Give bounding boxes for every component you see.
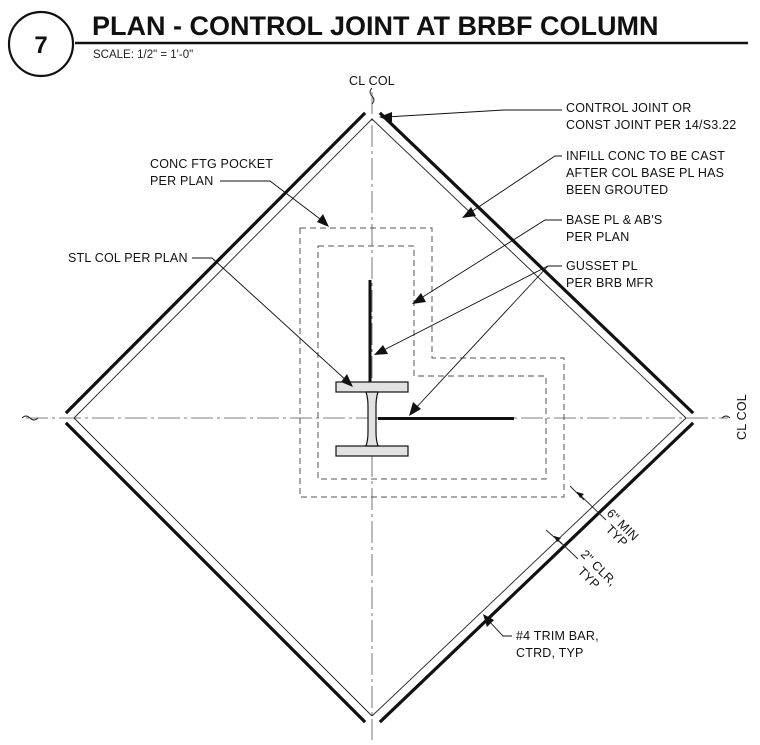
arrow-base-pl [412,293,426,304]
detail-number-bubble [7,10,75,78]
callout-trim-bar-1: #4 TRIM BAR, [516,629,599,643]
cl-col-label-top: CL COL [349,74,395,88]
callout-control-joint-2: CONST JOINT PER 14/S3.22 [566,118,736,132]
title-block: 7 PLAN - CONTROL JOINT AT BRBF COLUMN SC… [7,10,748,78]
arrow-conc-ftg-pocket [317,214,329,227]
diamond-edge-se [378,421,695,724]
base-plate-outline [317,245,547,480]
steel-column [335,280,514,457]
horizontal-break-symbol [21,415,39,421]
callout-control-joint-1: CONTROL JOINT OR [566,101,691,115]
centerlines: CL COL CL COL [21,74,749,740]
callout-ftg-pocket-2: PER PLAN [150,174,213,188]
vertical-break-symbol [369,87,375,105]
callout-ftg-pocket-1: CONC FTG POCKET [150,157,273,171]
dimensions: 6" MIN TYP 2" CLR, TYP [545,485,641,592]
diamond-edge-nw [64,111,367,415]
callout-labels: CONTROL JOINT OR CONST JOINT PER 14/S3.2… [68,101,736,660]
callout-infill-1: INFILL CONC TO BE CAST [566,149,725,163]
footing-pocket [299,227,565,498]
gusset-plate-vertical [368,280,372,382]
column-web [365,391,379,447]
detail-title: PLAN - CONTROL JOINT AT BRBF COLUMN [92,11,658,41]
leader-gusset-pl-2 [413,265,549,411]
callout-infill-3: BEEN GROUTED [566,183,668,197]
callout-infill-2: AFTER COL BASE PL HAS [566,166,724,180]
arrow-gusset-pl-2 [409,402,421,416]
arrow-trim-bar [483,614,494,627]
gusset-plate-horizontal [378,417,514,420]
arrow-gusset-pl-1 [374,345,388,355]
leader-stl-col [192,257,349,383]
callout-gusset-1: GUSSET PL [566,259,638,273]
leaders [192,109,562,637]
diamond-outline [64,111,695,724]
arrow-stl-col [341,374,353,387]
callout-gusset-2: PER BRB MFR [566,276,654,290]
diamond-edge-sw [64,421,367,724]
callout-base-pl-2: PER PLAN [566,230,629,244]
leader-base-pl [417,219,562,301]
dim-tick-1 [569,485,585,501]
trim-bar-ne [371,118,687,419]
dim-line-6-min [576,491,607,521]
callout-trim-bar-2: CTRD, TYP [516,646,584,660]
leader-conc-ftg-pocket [220,180,325,223]
leader-trim-bar [487,619,512,637]
trim-bar-sw [73,417,373,717]
footing-pocket-outer [299,227,565,498]
trim-bar-se [371,417,687,717]
callout-base-pl-1: BASE PL & AB'S [566,213,662,227]
leader-control-joint [385,109,562,118]
leader-gusset-pl-1 [379,265,562,353]
callout-stl-col: STL COL PER PLAN [68,251,188,265]
arrow-infill-conc [462,207,476,218]
leader-infill-conc [467,155,562,215]
diamond-edge-ne [378,111,695,415]
horizontal-break-symbol-right [721,415,731,419]
dim-arrow-1 [577,492,584,498]
arrow-control-joint [379,112,392,122]
dim-arrow-2 [554,536,561,542]
detail-scale: SCALE: 1/2" = 1'-0" [93,49,193,61]
cl-col-label-right: CL COL [735,394,749,440]
column-bottom-flange [335,445,409,457]
detail-number: 7 [34,32,47,59]
